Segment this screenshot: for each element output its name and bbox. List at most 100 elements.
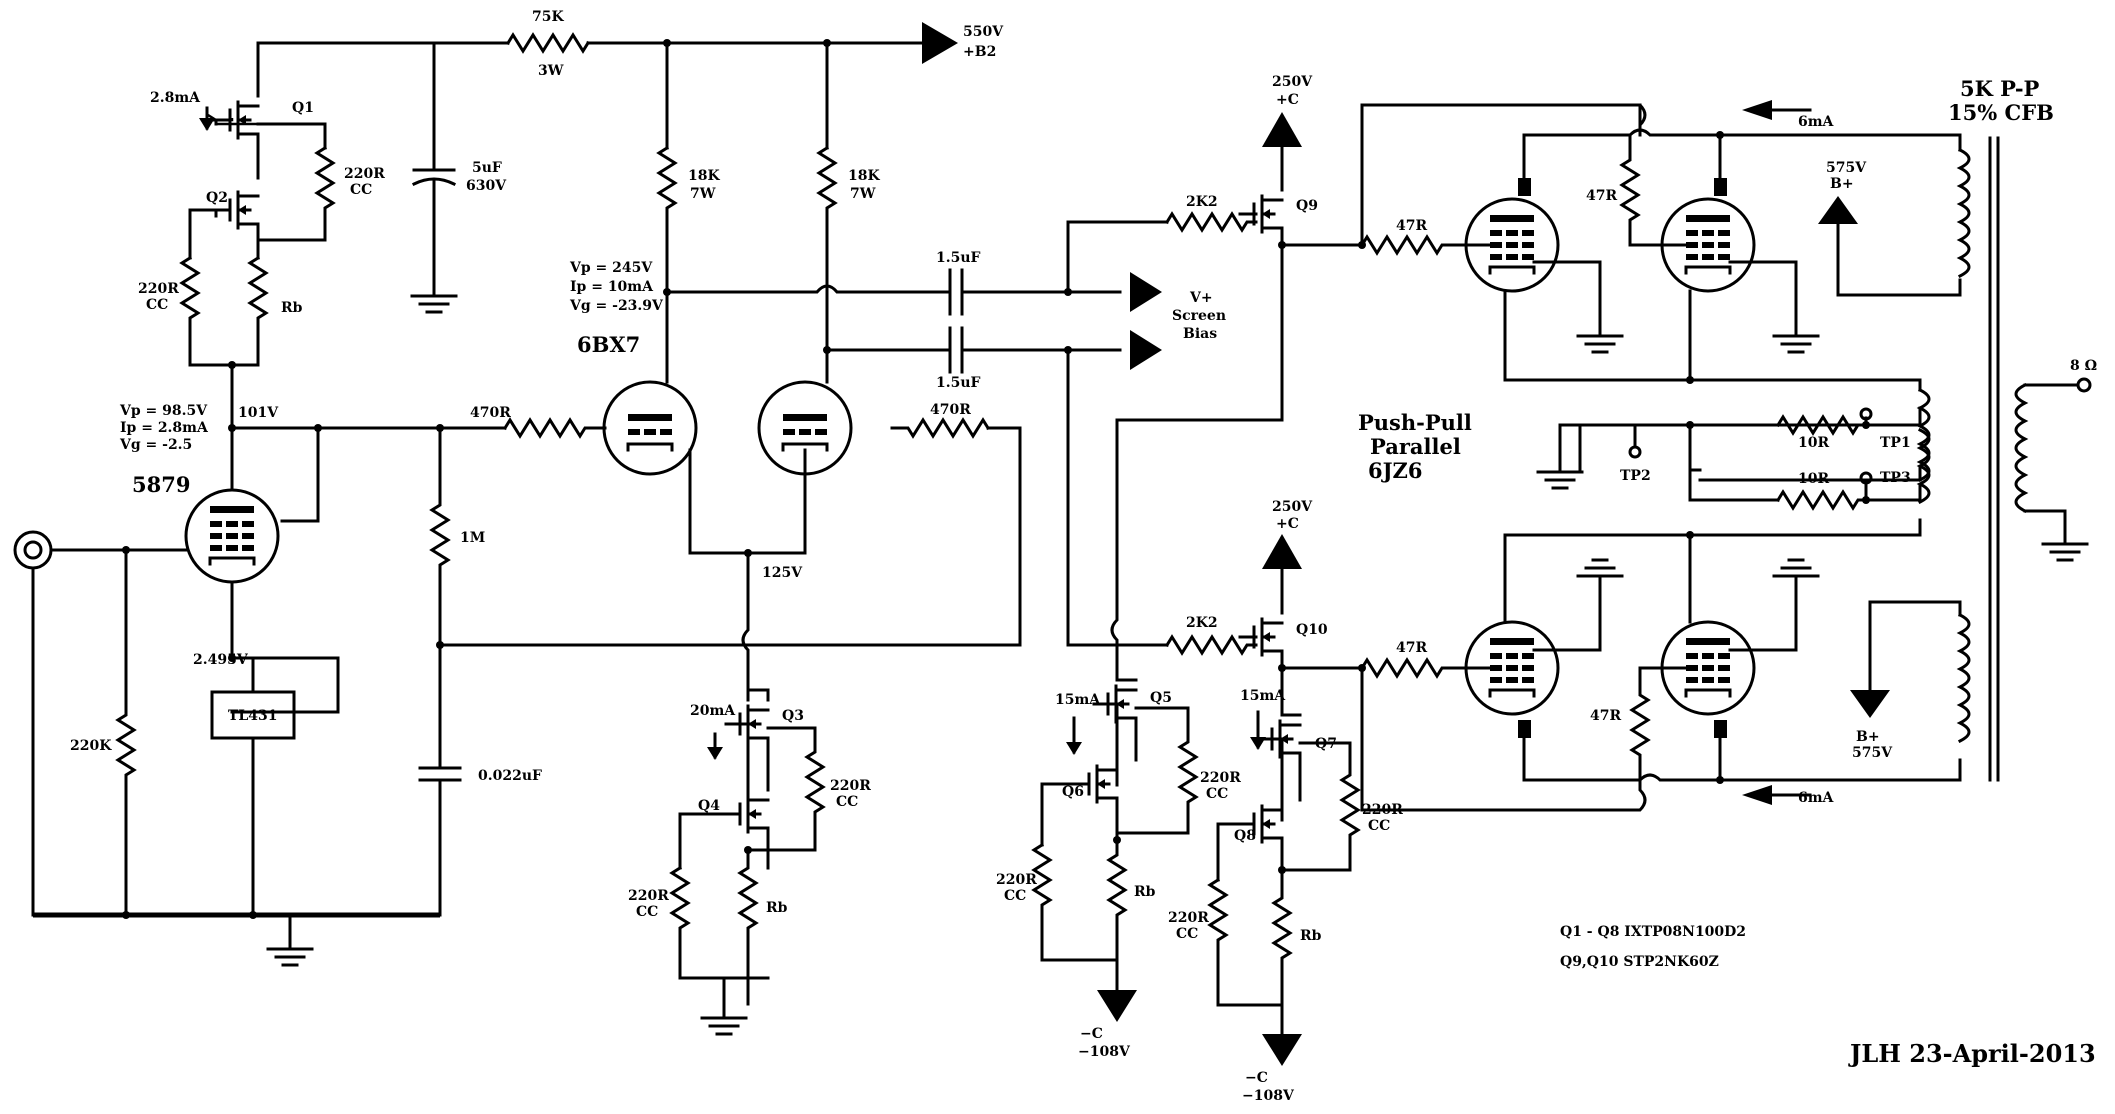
capacitor-5uf xyxy=(410,41,458,314)
r2k2b-value: 2K2 xyxy=(1186,615,1218,631)
r470b-value: 470R xyxy=(930,402,971,418)
rb-4: Rb xyxy=(1300,928,1322,944)
minus-c-left-voltage: −108V xyxy=(1078,1044,1131,1060)
input-jack[interactable] xyxy=(13,530,53,570)
r18ka-power: 7W xyxy=(690,186,716,202)
bplus-top-label: B+ xyxy=(1830,176,1854,192)
bplus-bot-label: B+ xyxy=(1856,729,1880,745)
tp2-label: TP2 xyxy=(1620,468,1651,484)
q1-label: Q1 xyxy=(292,100,314,116)
tp3-label: TP3 xyxy=(1880,470,1911,486)
rb-1: Rb xyxy=(281,300,303,316)
r220-q1-cc: CC xyxy=(350,182,372,198)
tube-6bx7-label: 6BX7 xyxy=(577,332,640,357)
r220-q1-value: 220R xyxy=(344,166,385,182)
minus-c-left-label: −C xyxy=(1080,1026,1103,1042)
q5-label: Q5 xyxy=(1150,690,1172,706)
tube-6bx7-a xyxy=(602,380,698,476)
node-2495v: 2.495V xyxy=(193,652,249,668)
tube-5879-label: 5879 xyxy=(132,472,190,497)
r220-q2-cc: CC xyxy=(146,297,168,313)
r220-q7-cc: CC xyxy=(1368,818,1390,834)
q7-label: Q7 xyxy=(1315,736,1337,752)
plus-c-top-voltage: 250V xyxy=(1272,74,1313,90)
r220k-value: 220K xyxy=(70,738,112,754)
transformer-rating: 5K P-P xyxy=(1960,76,2040,101)
speaker-terminal[interactable] xyxy=(2076,377,2092,393)
r220-q3-value: 220R xyxy=(830,778,871,794)
current-top: 6mA xyxy=(1798,114,1835,130)
r75k-value: 75K xyxy=(532,9,564,25)
parts-note-1: Q1 - Q8 IXTP08N100D2 xyxy=(1560,924,1746,940)
op-input-ip: Ip = 2.8mA xyxy=(120,420,209,436)
r47c-value: 47R xyxy=(1586,188,1617,204)
r220-q4-value: 220R xyxy=(628,888,669,904)
r220-q5-value: 220R xyxy=(1200,770,1241,786)
c15b-value: 1.5uF xyxy=(936,375,981,391)
q7-q8-current-source xyxy=(1207,666,1361,1066)
tube-5879 xyxy=(184,488,280,584)
rb-2: Rb xyxy=(766,900,788,916)
c5u-value: 5uF xyxy=(472,160,502,176)
op-driver-vg: Vg = -23.9V xyxy=(569,298,664,314)
r47d-value: 47R xyxy=(1590,708,1621,724)
b2-rail xyxy=(256,22,958,64)
screen-bias-3: Bias xyxy=(1183,326,1217,342)
r10b-value: 10R xyxy=(1798,471,1829,487)
op-driver-vp: Vp = 245V xyxy=(569,260,653,276)
bplus-top-voltage: 575V xyxy=(1826,160,1867,176)
output-title-3: 6JZ6 xyxy=(1368,458,1423,483)
r220-q3-cc: CC xyxy=(836,794,858,810)
tp1-label: TP1 xyxy=(1880,435,1911,451)
plus-c-bot-label: +C xyxy=(1276,516,1299,532)
node-101v: 101V xyxy=(238,405,279,421)
q7-current: 15mA xyxy=(1240,688,1286,704)
op-input-vg: Vg = -2.5 xyxy=(119,437,192,453)
q2-label: Q2 xyxy=(206,190,228,206)
b2-supply-arrow xyxy=(922,22,958,64)
b2-label: +B2 xyxy=(963,44,996,60)
q6-label: Q6 xyxy=(1062,784,1084,800)
r220-q6-cc: CC xyxy=(1004,888,1026,904)
q1-current: 2.8mA xyxy=(150,90,201,106)
r220-q5-cc: CC xyxy=(1206,786,1228,802)
r220-q2-value: 220R xyxy=(138,281,179,297)
b2-voltage: 550V xyxy=(963,24,1004,40)
q5-q6-current-source xyxy=(1031,678,1199,1022)
transformer-feedback: 15% CFB xyxy=(1948,100,2054,125)
q10-label: Q10 xyxy=(1296,622,1328,638)
q5-current: 15mA xyxy=(1055,692,1101,708)
r220-q8-cc: CC xyxy=(1176,926,1198,942)
q3-current: 20mA xyxy=(690,703,736,719)
r18kb-power: 7W xyxy=(850,186,876,202)
speaker-impedance: 8 Ω xyxy=(2070,358,2097,374)
c022-value: 0.022uF xyxy=(478,768,542,784)
screen-bias-2: Screen xyxy=(1172,308,1226,324)
r220-q4-cc: CC xyxy=(636,904,658,920)
c15a-value: 1.5uF xyxy=(936,250,981,266)
output-title-2: Parallel xyxy=(1370,434,1461,459)
current-bottom: 6mA xyxy=(1798,790,1835,806)
r10a-value: 10R xyxy=(1798,435,1829,451)
r47a-value: 47R xyxy=(1396,218,1427,234)
q8-label: Q8 xyxy=(1234,828,1256,844)
output-transformer xyxy=(1916,136,2029,782)
q9-label: Q9 xyxy=(1296,198,1318,214)
bplus-bot-voltage: 575V xyxy=(1852,745,1893,761)
r220-q6-value: 220R xyxy=(996,872,1037,888)
r220-q8-value: 220R xyxy=(1168,910,1209,926)
op-input-vp: Vp = 98.5V xyxy=(119,403,208,419)
q4-label: Q4 xyxy=(698,798,720,814)
r18ka-value: 18K xyxy=(688,168,720,184)
r1m-value: 1M xyxy=(460,530,485,546)
parts-note-2: Q9,Q10 STP2NK60Z xyxy=(1560,954,1719,970)
tl431-label: TL431 xyxy=(228,708,278,724)
r470a-value: 470R xyxy=(470,405,511,421)
node-125v: 125V xyxy=(762,565,803,581)
op-driver-ip: Ip = 10mA xyxy=(570,279,654,295)
q3-q4-current-source xyxy=(669,688,826,1036)
minus-c-right-voltage: −108V xyxy=(1242,1088,1295,1104)
plus-c-top-label: +C xyxy=(1276,92,1299,108)
title-block: JLH 23-April-2013 xyxy=(1848,1039,2096,1068)
